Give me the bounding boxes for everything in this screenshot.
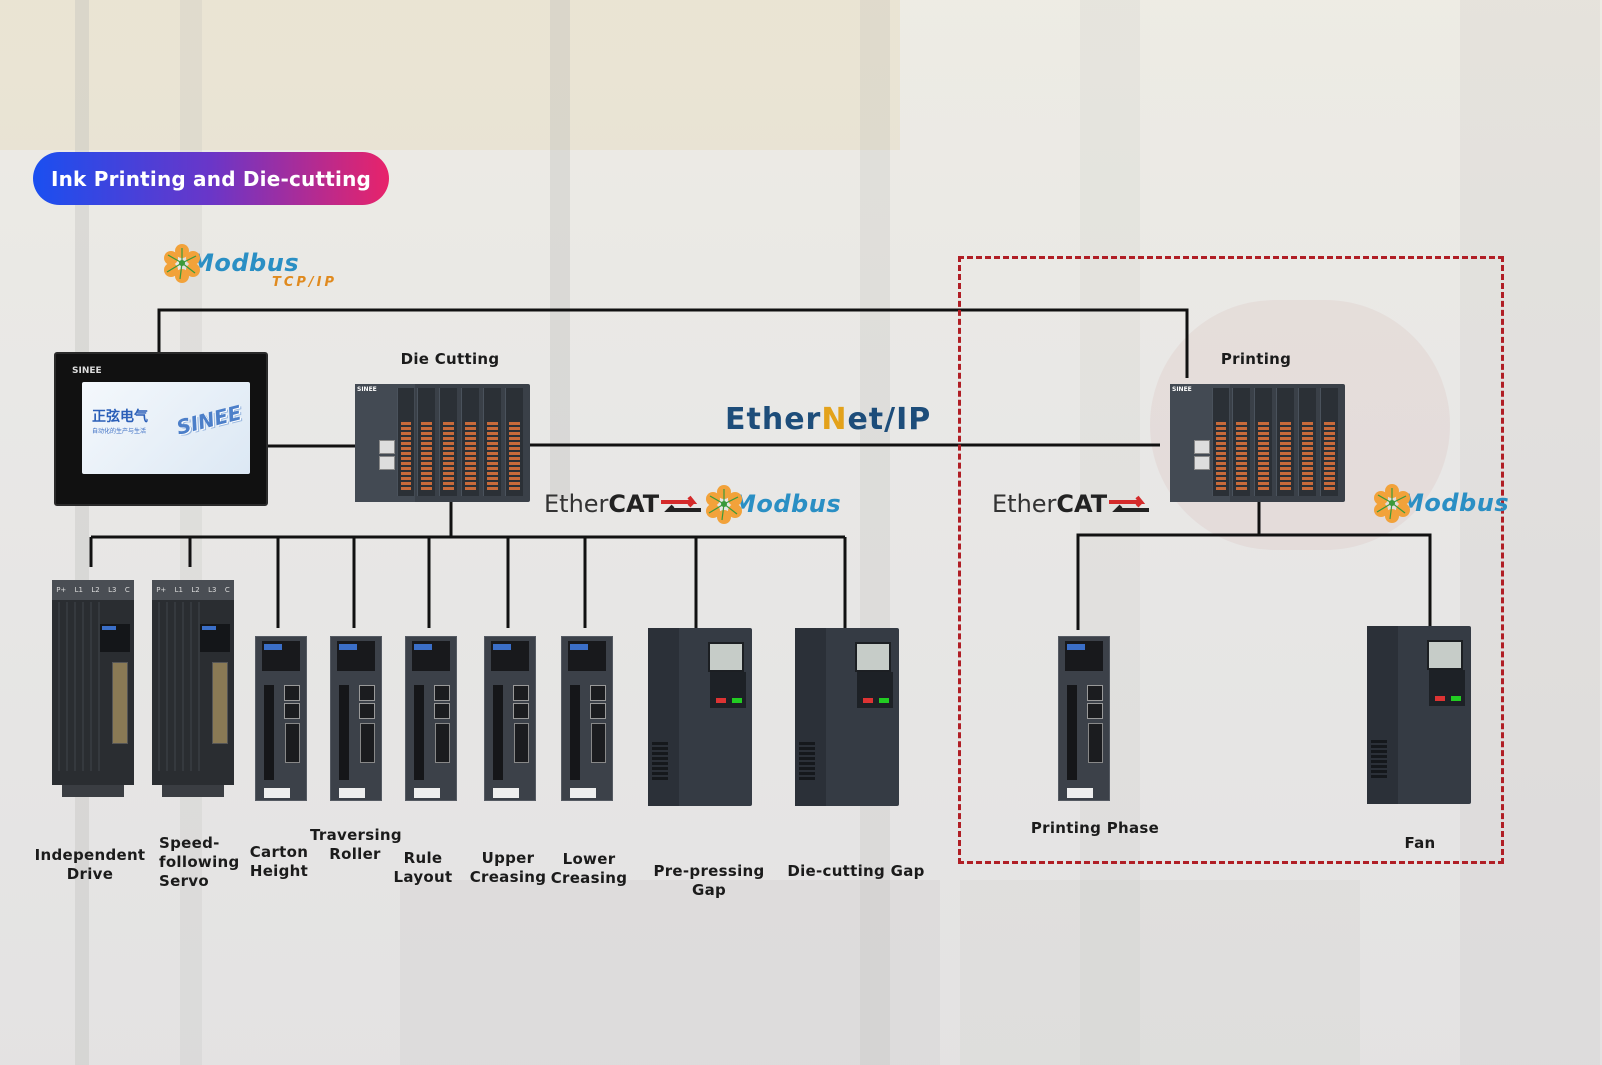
device-traversing-roller — [330, 636, 382, 801]
label-printing-phase: Printing Phase — [1030, 819, 1160, 837]
ethernet-port-icon — [1194, 456, 1210, 470]
printing-bus — [1076, 533, 1432, 630]
hmi-screen-logo: SINEE — [174, 400, 244, 440]
printing-controller-label: Printing — [1220, 350, 1292, 368]
ethernet-port-icon — [379, 456, 395, 470]
title-badge: Ink Printing and Die-cutting — [33, 152, 389, 205]
device-fan — [1367, 626, 1471, 804]
label-independent-drive: Independent Drive — [34, 846, 146, 883]
ethernetip-prefix: Ether — [725, 402, 822, 437]
label-lower-creasing: Lower Creasing — [550, 850, 628, 887]
device-pre-pressing-gap — [648, 628, 752, 806]
device-rule-layout — [405, 636, 457, 801]
modbus-logo-right: Modbus — [1372, 483, 1509, 523]
ethernetip-accent: N — [821, 402, 848, 437]
ethernet-ip-logo: EtherNet/IP — [725, 402, 931, 437]
label-traversing-roller: Traversing Roller — [310, 826, 402, 863]
ethercat-light: Ether — [544, 490, 609, 518]
device-carton-height — [255, 636, 307, 801]
ethernet-port-icon — [1194, 440, 1210, 454]
ethernet-port-icon — [379, 440, 395, 454]
label-speed-following-servo: Speed-following Servo — [159, 834, 240, 890]
tcpip-label: TCP/IP — [272, 275, 338, 290]
label-carton-height: Carton Height — [249, 843, 309, 880]
device-printing-phase — [1058, 636, 1110, 801]
printing-plc: SINEE — [1170, 384, 1345, 502]
hmi-screen-title: 正弦电气 — [92, 409, 148, 425]
modbus-wordmark: Modbus — [1400, 489, 1510, 517]
label-pre-pressing-gap: Pre-pressing Gap — [653, 862, 765, 899]
modbus-logo-left: Modbus — [704, 484, 841, 524]
label-rule-layout: Rule Layout — [393, 849, 453, 886]
label-fan: Fan — [1404, 834, 1436, 852]
die-cutting-controller-label: Die Cutting — [400, 350, 500, 368]
printing-section-boundary — [958, 256, 1504, 864]
ethercat-bold: CAT — [1056, 490, 1108, 518]
modbus-network-icon — [1374, 484, 1410, 523]
ethercat-arrows-icon — [661, 495, 702, 512]
plc-brand: SINEE — [1172, 386, 1192, 393]
hmi-screen: 正弦电气 自动化的生产与生活 SINEE — [82, 382, 250, 474]
ethercat-arrows-icon — [1109, 495, 1150, 512]
plc-brand: SINEE — [357, 386, 377, 393]
modbus-tcp-logo: Modbus TCP/IP — [162, 243, 337, 290]
ethercat-bold: CAT — [608, 490, 660, 518]
device-upper-creasing — [484, 636, 536, 801]
modbus-tcp-trunk — [157, 308, 1189, 378]
modbus-network-icon — [706, 485, 742, 524]
label-die-cutting-gap: Die-cutting Gap — [787, 862, 925, 880]
modbus-network-icon — [164, 244, 200, 283]
ethercat-light: Ether — [992, 490, 1057, 518]
device-die-cutting-gap — [795, 628, 899, 806]
hmi-brand: SINEE — [72, 366, 102, 376]
die-cutting-plc: SINEE — [355, 384, 530, 502]
hmi-touch-panel: SINEE 正弦电气 自动化的生产与生活 SINEE — [54, 352, 268, 506]
label-upper-creasing: Upper Creasing — [469, 849, 547, 886]
device-lower-creasing — [561, 636, 613, 801]
ethernetip-suffix: et/IP — [847, 402, 932, 437]
modbus-wordmark: Modbus — [732, 490, 842, 518]
modbus-tcp-wordmark: Modbus — [190, 249, 300, 277]
hmi-screen-subtitle: 自动化的生产与生活 — [92, 428, 147, 435]
